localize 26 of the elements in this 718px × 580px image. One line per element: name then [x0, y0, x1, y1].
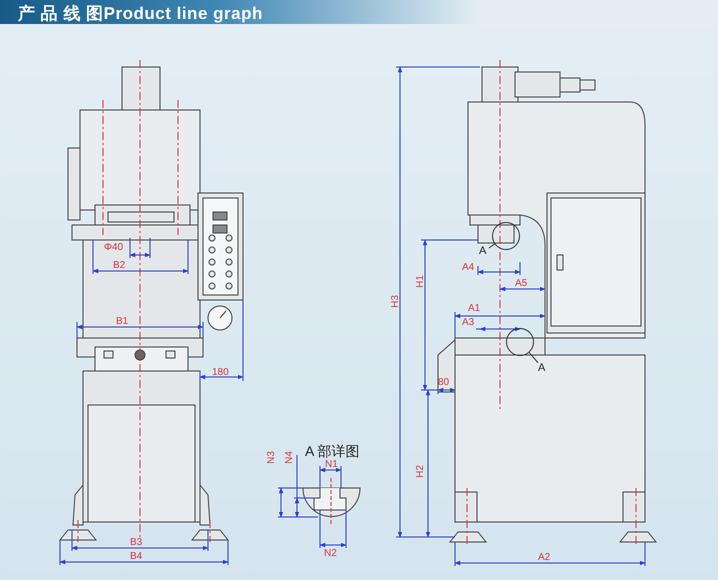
dimension-label: A2: [538, 552, 550, 563]
dimension-label: H2: [414, 465, 426, 478]
dimension-label: A4: [462, 262, 474, 273]
dimension-label: H3: [390, 295, 401, 308]
dimension-label: A1: [468, 303, 480, 314]
dimension-label: 180: [212, 367, 229, 378]
dimension-label: N3: [266, 451, 277, 464]
dimension-label: A3: [462, 317, 474, 328]
callout-letter: A: [479, 245, 486, 257]
dimension-label: B3: [130, 537, 142, 548]
dimension-label: Φ40: [104, 242, 124, 253]
dimension-label: 80: [438, 377, 450, 388]
callout-letter: A: [538, 362, 546, 374]
leader-line: [528, 352, 538, 364]
dimension-label: N1: [325, 459, 338, 470]
dimension-label: N4: [284, 451, 295, 464]
dimension-label: B1: [116, 316, 128, 327]
detail-circle: [506, 328, 534, 356]
leader-line: [488, 244, 496, 248]
detail-circle: [492, 222, 520, 250]
dimension-label: B4: [130, 551, 142, 562]
dimension-label: H1: [414, 275, 426, 288]
dimension-label: A5: [515, 278, 528, 289]
dimension-label: B2: [113, 260, 126, 271]
dimension-label: N2: [324, 548, 337, 559]
detail-heading: A 部详图: [305, 443, 360, 459]
